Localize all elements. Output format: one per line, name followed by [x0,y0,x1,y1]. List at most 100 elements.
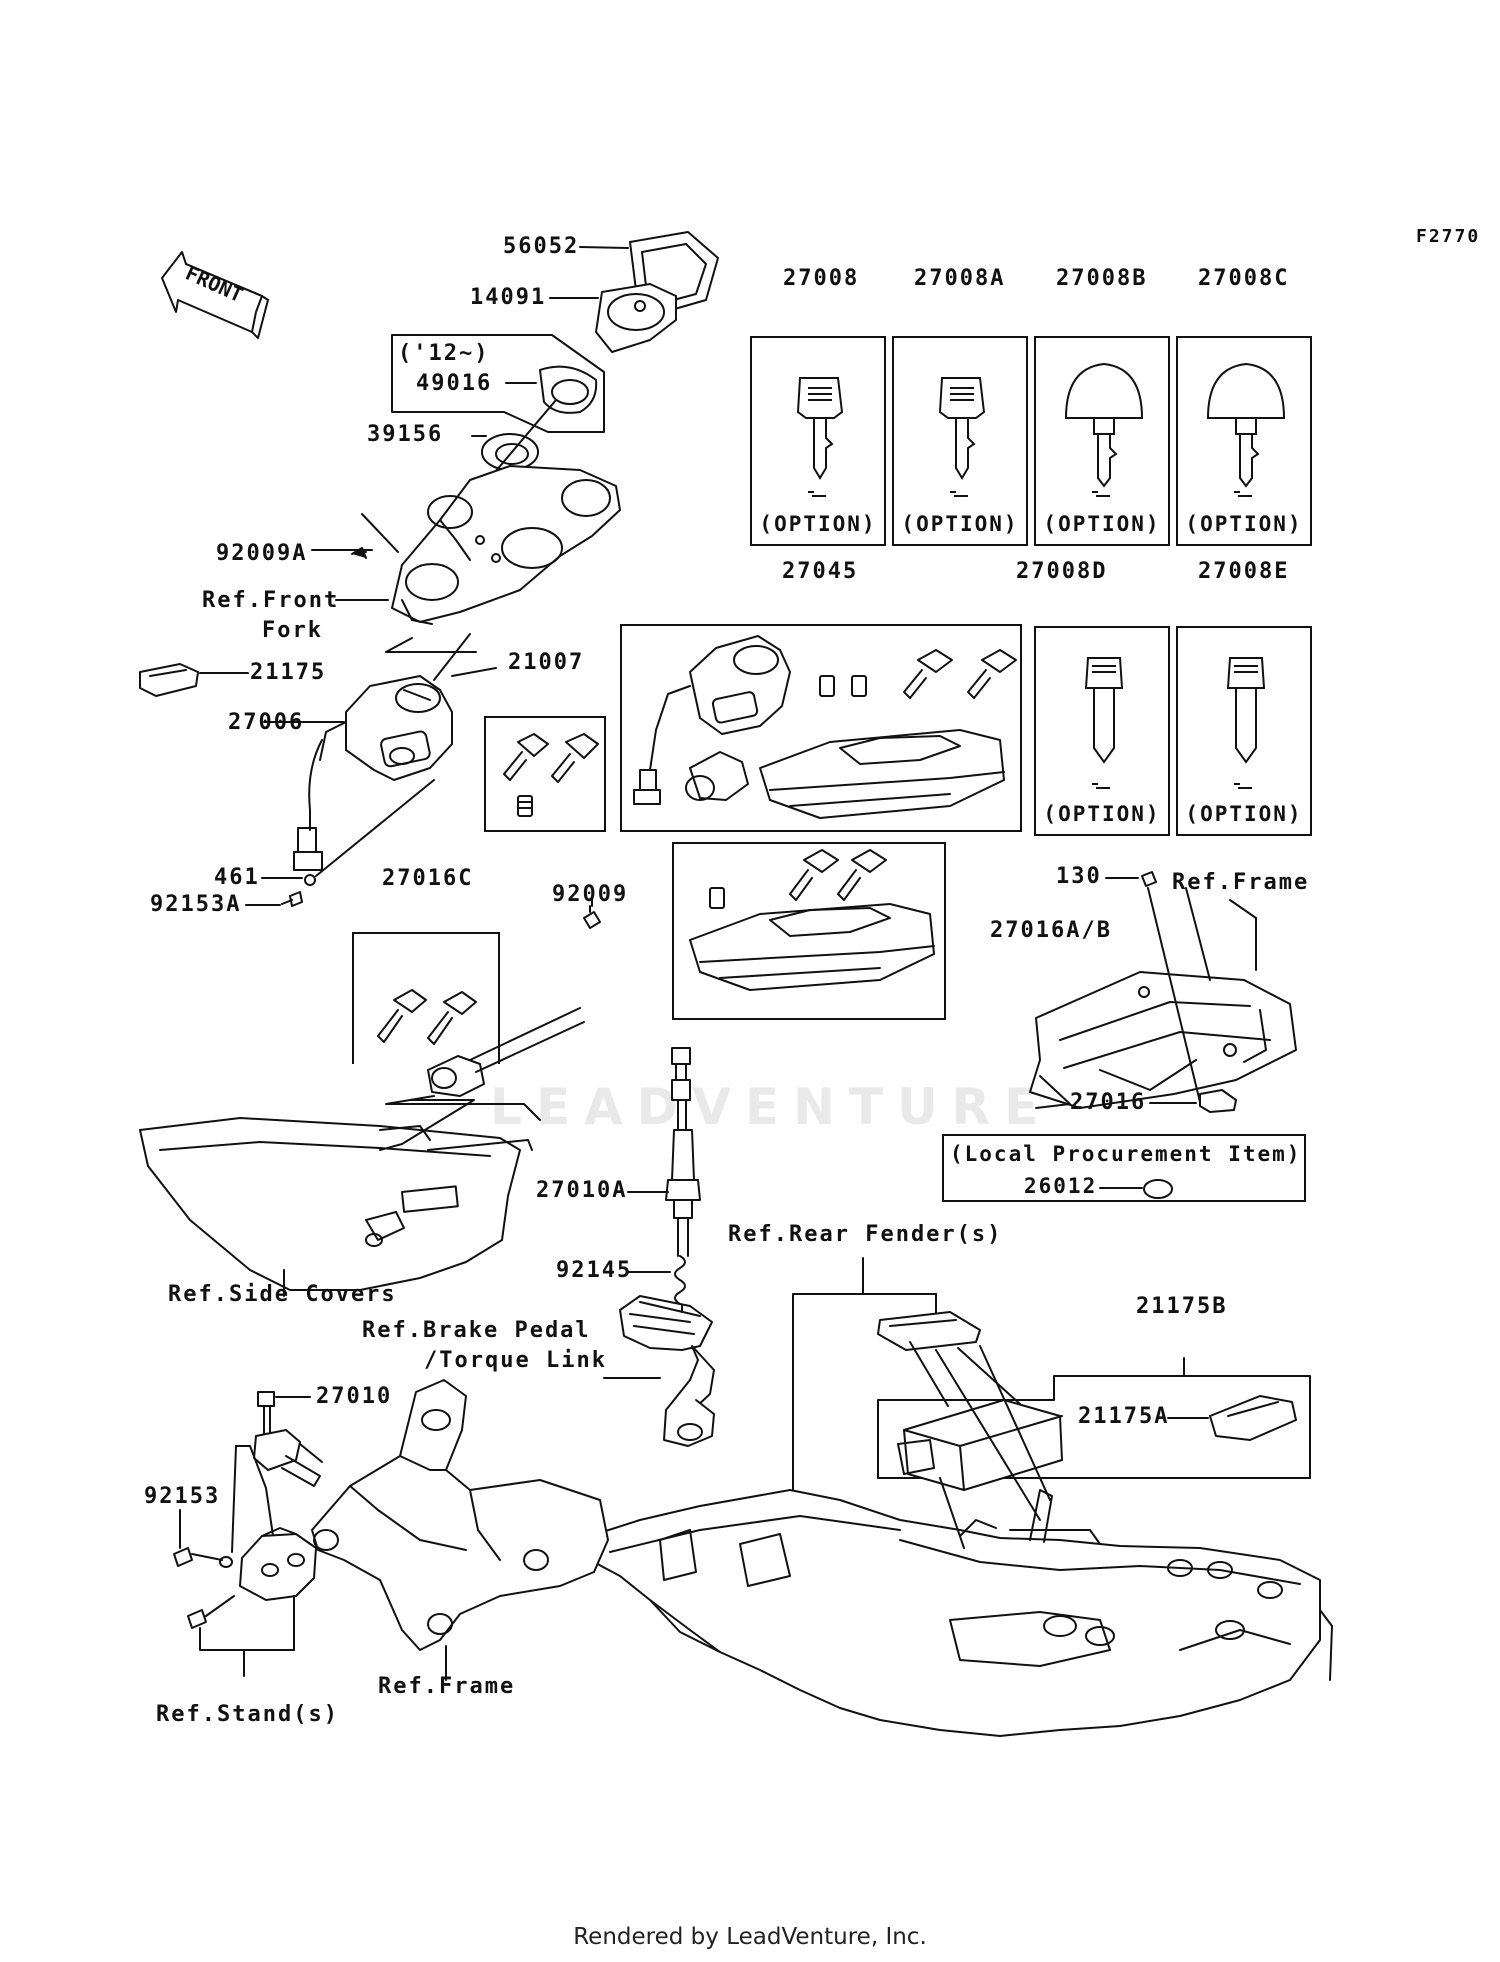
part-label-21175B: 21175B [1136,1294,1228,1319]
tray-21175B [877,1311,981,1351]
part-label-27016: 27016 [1070,1090,1147,1115]
key-box-27008D: (OPTION) [1034,626,1170,836]
ref-brake-pedal-line2: /Torque Link [424,1348,607,1373]
option-label-27008: (OPTION) [759,512,877,536]
clip-27016 [1199,1089,1237,1113]
ignition-switch-27006 [293,675,453,871]
part-label-39156: 39156 [367,422,444,447]
option-label-27008A: (OPTION) [901,512,1019,536]
ref-brake-pedal-line1: Ref.Brake Pedal [362,1318,591,1343]
option-label-27008E: (OPTION) [1185,802,1303,826]
box-21007 [484,716,606,832]
bolt-130 [1141,871,1157,887]
part-label-92153: 92153 [144,1484,221,1509]
frame-top-right [1029,971,1297,1109]
part-label-56052: 56052 [503,234,580,259]
key-27016C-b [427,991,477,1045]
part-label-21175: 21175 [250,660,327,685]
part-label-92009A: 92009A [216,541,308,566]
part-label-461: 461 [214,865,260,890]
option-label-27008C: (OPTION) [1185,512,1303,536]
part-label-27008: 27008 [783,266,860,291]
key-icon [1226,657,1266,789]
ref-rear-fender: Ref.Rear Fender(s) [728,1222,1003,1247]
bolt-92153-b [187,1595,235,1629]
part-label-92153A: 92153A [150,892,242,917]
ref-front-fork-line1: Ref.Front [202,588,340,613]
grommet-26012 [1143,1179,1173,1199]
seat-lock-27016C [427,1007,585,1097]
option-label-27008D: (OPTION) [1043,802,1161,826]
box-27016C [352,932,500,1064]
watermark: LEADVENTURE [490,1078,1053,1136]
part-label-14091: 14091 [470,285,547,310]
bolt-92009 [583,905,601,929]
part-label-92145: 92145 [556,1258,633,1283]
rear-frame [589,1489,1333,1737]
ref-stands: Ref.Stand(s) [156,1702,339,1727]
brake-pedal [619,1295,715,1447]
key-icon [796,377,844,497]
triple-clamp [391,465,621,625]
frame-lower [311,1379,609,1651]
part-label-27016C: 27016C [382,866,474,891]
local-procurement-title: (Local Procurement Item) [950,1142,1302,1166]
key-27016C-a [377,989,427,1043]
key-box-27008: (OPTION) [750,336,886,546]
ignition-kit-27045 [633,635,1017,819]
ref-frame-top: Ref.Frame [1172,870,1310,895]
part-label-27008D: 27008D [1016,559,1108,584]
year-note: ('12~) [398,341,490,366]
ring-39156 [481,433,539,471]
key-icon [1064,362,1144,497]
part-label-27008E: 27008E [1198,559,1290,584]
box-27016AB [672,842,946,1020]
ecu-21175B [897,1399,1063,1491]
card-21175 [139,663,199,697]
key-box-27008B: (OPTION) [1034,336,1170,546]
figure-code: F2770 [1416,226,1481,247]
part-label-27010A: 27010A [536,1178,628,1203]
key-icon [1084,657,1124,789]
local-procurement-box: (Local Procurement Item) 26012 [942,1134,1306,1202]
part-label-21175A: 21175A [1078,1404,1170,1429]
side-cover [139,1117,533,1291]
key-box-27008C: (OPTION) [1176,336,1312,546]
key-21007-a [503,733,549,781]
part-label-27006: 27006 [228,710,305,735]
bolt-92153A [281,891,303,907]
ref-side-covers: Ref.Side Covers [168,1282,397,1307]
part-label-27016AB: 27016A/B [990,918,1112,943]
key-box-27008A: (OPTION) [892,336,1028,546]
option-label-27008B: (OPTION) [1043,512,1161,536]
part-label-27045: 27045 [782,559,859,584]
part-label-27008A: 27008A [914,266,1006,291]
part-label-27008B: 27008B [1056,266,1148,291]
footer-credit: Rendered by LeadVenture, Inc. [573,1924,927,1950]
brake-switch-27010A [665,1047,701,1257]
part-label-49016: 49016 [416,371,493,396]
seat-lock-kit-27016AB [689,849,935,991]
key-icon [938,377,986,497]
part-label-92009: 92009 [552,882,629,907]
part-label-27010: 27010 [316,1384,393,1409]
part-label-21007: 21007 [508,650,585,675]
side-stand-switch-27010 [253,1391,323,1487]
key-box-27008E: (OPTION) [1176,626,1312,836]
key-21007-b [551,733,599,783]
key-icon [1206,362,1286,497]
part-label-130: 130 [1056,864,1102,889]
cover-21175A [1209,1395,1297,1441]
part-label-27008C: 27008C [1198,266,1290,291]
ref-front-fork-line2: Fork [262,618,323,643]
ring-49016 [539,365,598,414]
box-27045 [620,624,1022,832]
cover-14091 [595,283,677,353]
stand-bracket [239,1527,317,1601]
bolt-92153-a [173,1547,233,1568]
part-label-26012: 26012 [1024,1174,1098,1198]
front-arrow-icon: FRONT [161,251,269,339]
screw-21007 [517,795,533,817]
